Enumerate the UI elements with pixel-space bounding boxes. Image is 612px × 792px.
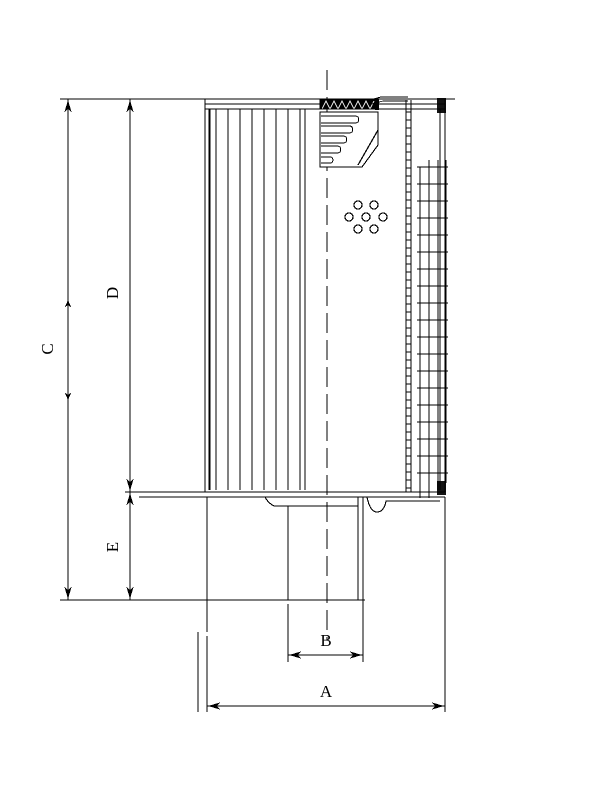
support-mesh — [417, 160, 448, 505]
mesh-clip-mask — [412, 498, 452, 518]
extension-lines — [60, 98, 455, 712]
dimension-C: C — [38, 99, 72, 600]
arrow-c-top — [64, 100, 72, 112]
dimension-D: D — [103, 99, 134, 492]
dimension-B: B — [288, 631, 363, 659]
arrow-a-left — [208, 702, 220, 710]
dimension-A-extensions — [206, 636, 446, 712]
dimension-label-D: D — [103, 287, 122, 299]
arrow-d-top — [126, 100, 134, 112]
arrow-b-left — [289, 651, 301, 659]
arrow-c-bottom — [64, 587, 72, 599]
arrow-d-bottom — [126, 479, 134, 491]
outlet-port-curve — [366, 496, 440, 513]
dimension-label-A: A — [320, 682, 333, 701]
dimension-label-C: C — [38, 343, 57, 354]
perforation-holes — [344, 200, 388, 234]
dimension-label-B: B — [320, 631, 331, 650]
arrow-b-right — [350, 651, 362, 659]
arrow-e-bottom — [126, 587, 134, 599]
dimension-E: E — [103, 492, 134, 600]
pleated-media — [208, 109, 306, 490]
arrow-e-top — [126, 493, 134, 505]
gasket-ladder-strip — [405, 100, 412, 492]
bypass-valve-spring — [319, 111, 379, 168]
seal-hatch-band — [319, 96, 408, 111]
dimension-A: A — [207, 682, 445, 710]
dimension-label-E: E — [103, 542, 122, 552]
arrow-a-right — [432, 702, 444, 710]
